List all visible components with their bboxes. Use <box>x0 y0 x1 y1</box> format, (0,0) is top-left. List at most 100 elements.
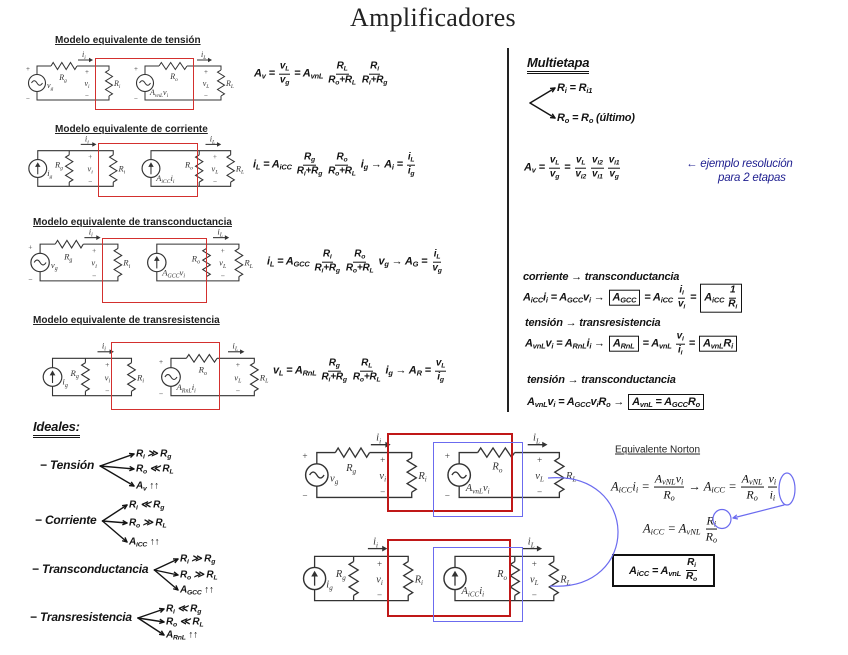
fraction-numerator: Rg <box>302 151 316 166</box>
resistor-ro-icon <box>158 61 188 71</box>
multistage-note-line2: para 2 etapas <box>718 172 786 184</box>
wire <box>144 65 159 75</box>
fraction-denominator: ii <box>769 487 776 503</box>
fraction-numerator: Rg <box>327 357 341 372</box>
amplifier-box <box>387 433 513 512</box>
resistor-rg-icon <box>50 61 78 71</box>
formula-term: vL = ARnL <box>273 365 317 378</box>
label-source-in: ig <box>327 579 334 592</box>
resistor-rl-icon <box>216 69 226 97</box>
ideal-condition: Ri ≫ Rg <box>180 553 216 566</box>
label-vi: vi <box>88 164 94 175</box>
fraction-numerator: AvNLvi <box>653 471 685 488</box>
formula-term: iL = AGCC <box>267 256 310 269</box>
ideal-branch-arrow-icon-head <box>158 607 165 614</box>
heading-voltage-model: Modelo equivalente de tensión <box>55 35 201 46</box>
label-vi: vi <box>377 574 384 587</box>
fraction-numerator: vL <box>434 357 447 372</box>
minus-sign: − <box>532 590 537 600</box>
ideal-branch-arrow-icon-head <box>128 481 135 487</box>
label-vl: vL <box>234 372 242 384</box>
current-arrow-icon-head <box>49 370 56 376</box>
fraction-denominator: vi1 <box>592 168 603 181</box>
conversion-heading: corriente → transconductancia <box>523 271 680 283</box>
label-il: iL <box>528 536 535 549</box>
ac-wave-icon <box>164 373 178 381</box>
label-rl: RL <box>235 164 244 175</box>
resistor-ri-icon <box>405 457 418 493</box>
plus-sign: + <box>221 245 225 254</box>
minus-sign: − <box>85 92 89 100</box>
ideal-branch-arrow-icon-head <box>158 630 165 636</box>
ideal-branch-arrow-icon-shaft <box>153 569 179 591</box>
wire <box>316 486 413 499</box>
wire <box>314 555 410 568</box>
formula-term: = <box>564 162 571 174</box>
label-rl: RL <box>560 574 571 587</box>
resistor-ri-icon <box>108 153 119 183</box>
fraction-denominator: Ri+Rg <box>296 165 323 178</box>
boxed-result: AvnLRi <box>698 336 738 352</box>
current-il-arrow-icon-head <box>239 349 245 355</box>
conversion-formula: AvnLvi = AGCCviRo →AvnL = AGCCRo <box>527 394 704 410</box>
wire <box>170 357 187 368</box>
label-rl: RL <box>243 257 253 269</box>
resistor-rg-icon <box>334 446 371 459</box>
minus-sign: − <box>159 390 163 399</box>
multietapa-title: Multietapa <box>527 55 589 74</box>
formula-term: AiCC = AvNL <box>643 521 701 537</box>
label-il: iL <box>533 433 540 446</box>
resistor-rg-icon <box>54 238 84 249</box>
ideal-branch-arrow-icon-shaft <box>101 504 128 522</box>
label-vl: vL <box>219 257 226 269</box>
formula-term: Av = <box>524 162 545 175</box>
resistor-ri-icon <box>104 69 114 97</box>
ideal-branch-arrow-icon-shaft <box>101 520 128 543</box>
label-ro: Ro <box>497 569 508 582</box>
plus-sign: + <box>28 242 32 251</box>
ac-wave-icon <box>33 259 47 265</box>
multietapa-branch-ro: Ro = Ro (último) <box>557 112 635 125</box>
formula-term: ig → Ai = <box>360 159 403 172</box>
multistage-note-line1: ← ejemplo resolución <box>686 158 793 170</box>
ac-wave-icon <box>451 471 467 479</box>
ideal-branch-arrow-icon-shaft <box>137 617 165 623</box>
minus-sign: − <box>92 271 96 280</box>
ideal-transresistance-label: − Transresistencia <box>30 610 132 624</box>
fraction-numerator: vi2 <box>591 154 604 169</box>
label-ri: Ri <box>414 574 423 587</box>
fraction-denominator: Ro+RL <box>352 371 381 384</box>
minus-sign: − <box>380 487 385 497</box>
fraction-numerator: iL <box>432 248 442 263</box>
fraction-numerator: vi <box>767 471 778 488</box>
plus-sign: + <box>26 65 30 73</box>
fraction-denominator: ig <box>407 165 415 178</box>
ideal-branch-arrow-icon-head <box>129 465 135 472</box>
wire <box>51 357 132 368</box>
fraction-numerator: vL <box>278 60 291 75</box>
fraction-numerator: ii <box>678 284 685 299</box>
substitution-arrow-icon-shaft <box>732 504 785 519</box>
ideal-condition: Ro ≫ RL <box>180 569 218 582</box>
label-ro: Ro <box>184 160 193 171</box>
minus-sign: − <box>26 95 30 103</box>
resistor-ro-icon <box>509 560 521 596</box>
ideal-condition: Ri ≪ Rg <box>129 499 165 512</box>
label-vi: vi <box>379 471 386 484</box>
